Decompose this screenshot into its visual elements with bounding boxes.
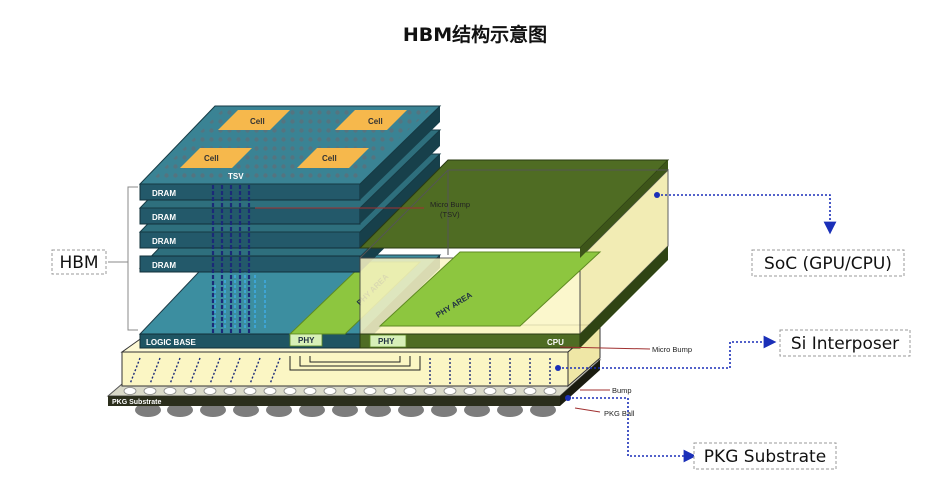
- logic-tsv-arrows: [214, 270, 266, 330]
- callout-soc-text: SoC (GPU/CPU): [764, 254, 892, 274]
- cell-label-2: Cell: [368, 117, 383, 126]
- pkg-substrate-small-label: PKG Substrate: [112, 399, 162, 406]
- callout-hbm: HBM: [51, 249, 107, 275]
- logic-base-label: LOGIC BASE: [146, 338, 196, 347]
- pkg-ball-label: PKG Ball: [604, 409, 635, 418]
- tsv-arrows: [211, 185, 251, 334]
- interposer-vias: [129, 357, 551, 385]
- soc-anchor-dot: [654, 192, 660, 198]
- cell-label-3: Cell: [204, 154, 219, 163]
- micro-bump-label: Micro Bump: [652, 345, 692, 354]
- cell-label-4: Cell: [322, 154, 337, 163]
- interposer-anchor-dot: [555, 365, 561, 371]
- dram-label-2: DRAM: [152, 213, 176, 222]
- callout-si-interposer: Si Interposer: [779, 329, 911, 357]
- diagram-title: HBM结构示意图: [402, 24, 548, 46]
- hbm-bracket: [108, 186, 138, 331]
- micro-bump-leader: [559, 346, 651, 350]
- callout-connectors: [558, 194, 837, 463]
- dram-label-1: DRAM: [152, 189, 176, 198]
- cell-label-1: Cell: [250, 117, 265, 126]
- dram-label-4: DRAM: [152, 261, 176, 270]
- callout-soc: SoC (GPU/CPU): [751, 249, 905, 277]
- callout-pkg-substrate: PKG Substrate: [693, 442, 837, 470]
- cpu-label: CPU: [547, 338, 564, 347]
- bumps: [123, 387, 557, 395]
- substrate-anchor-dot: [565, 395, 571, 401]
- micro-bump-tsv-label: Micro Bump: [430, 200, 470, 209]
- callout-si-interposer-text: Si Interposer: [791, 334, 899, 354]
- callout-hbm-text: HBM: [59, 253, 98, 273]
- callout-pkg-substrate-text: PKG Substrate: [704, 447, 826, 467]
- dram-label-3: DRAM: [152, 237, 176, 246]
- phy-label-hbm: PHY: [298, 336, 315, 345]
- pkg-balls: [135, 403, 556, 417]
- pkg-ball-leader: [574, 407, 601, 413]
- bump-label: Bump: [612, 386, 632, 395]
- soc-die: [358, 159, 670, 349]
- micro-bump-tsv-label-2: (TSV): [440, 210, 460, 219]
- tsv-label: TSV: [228, 172, 244, 181]
- phy-label-soc: PHY: [378, 337, 395, 346]
